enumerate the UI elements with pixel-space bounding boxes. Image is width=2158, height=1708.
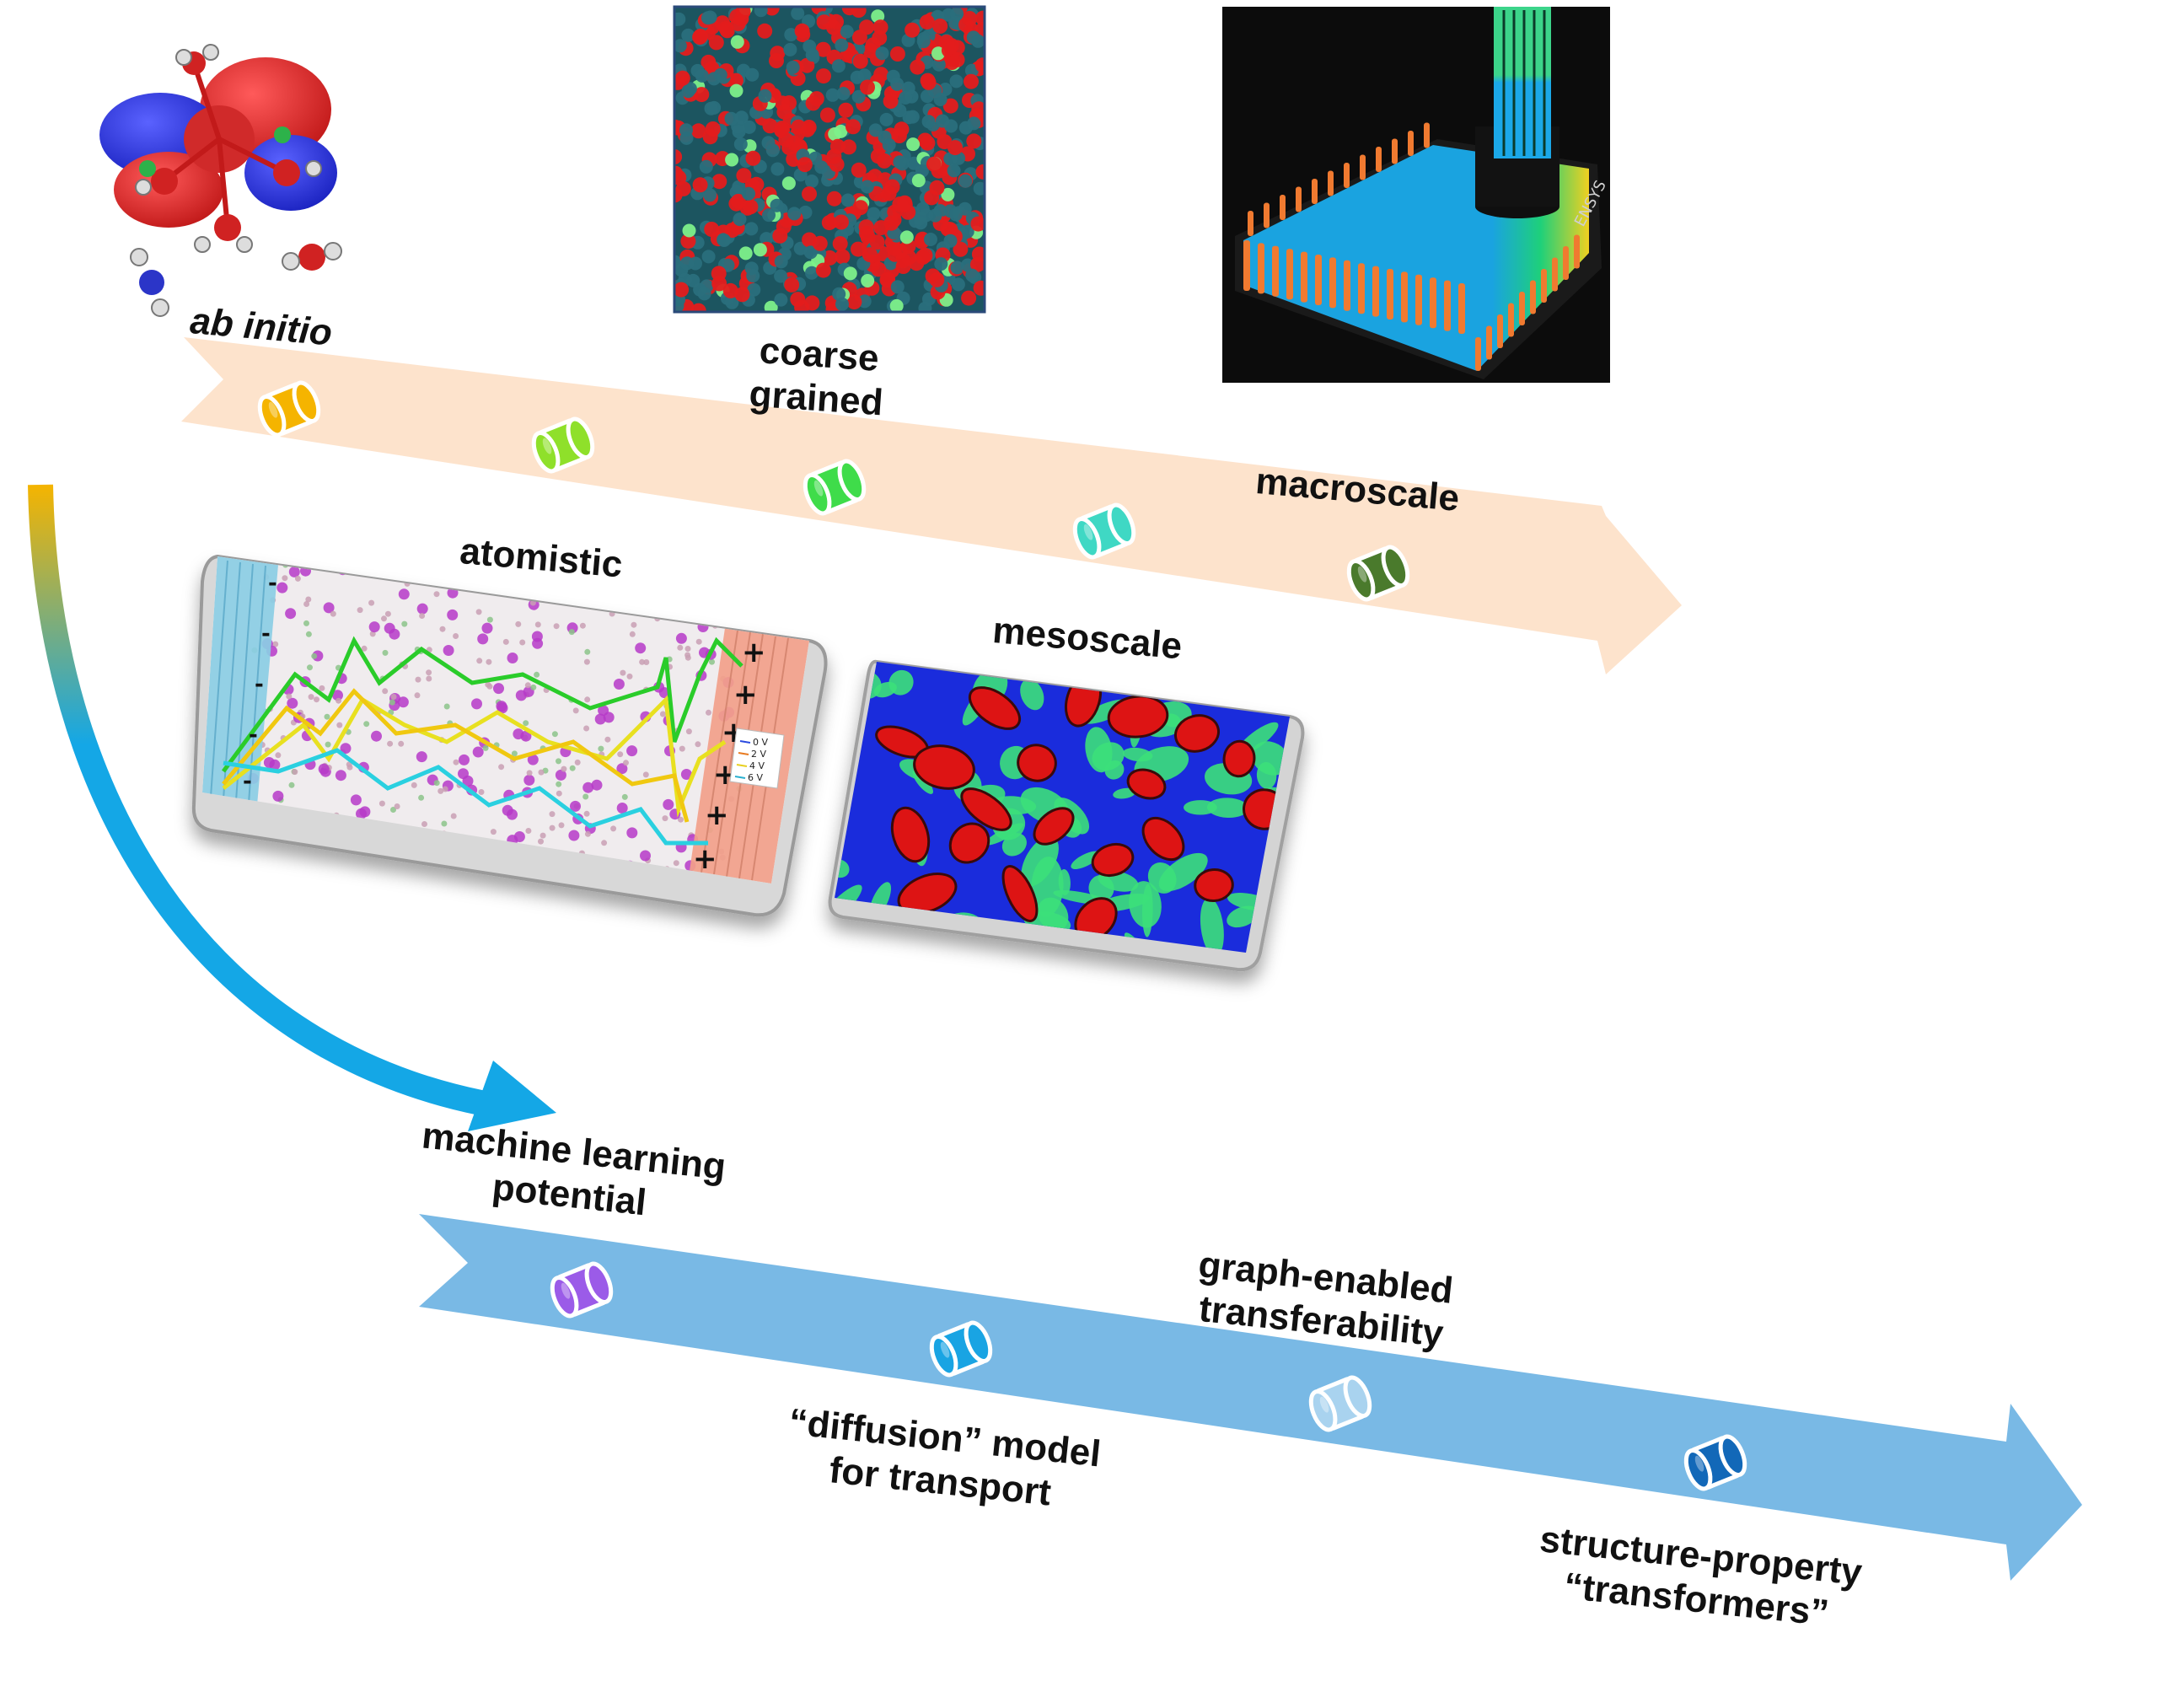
- legend-0v: 0 V: [753, 737, 768, 748]
- mesoscale-field-icon: [815, 644, 1325, 980]
- atomistic-cell-icon: - - - - - + + + + + + 0 V 2 V 4 V 6 V: [194, 548, 835, 915]
- neg-sign-4: -: [249, 722, 258, 748]
- pos-sign-1: +: [742, 636, 766, 669]
- neg-sign-2: -: [261, 621, 271, 647]
- pos-sign-2: +: [733, 678, 758, 712]
- pos-sign-5: +: [705, 798, 729, 832]
- voltage-legend: 0 V 2 V 4 V 6 V: [730, 728, 784, 788]
- molecule-orbital-icon: [99, 45, 341, 316]
- coarse-grained-box-icon: [667, 0, 991, 319]
- neg-sign-5: -: [243, 769, 252, 794]
- printer-pillar-icon: ENSYS: [1222, 7, 1610, 383]
- label-coarse-grained: coarse grained: [739, 328, 897, 426]
- neg-sign-1: -: [268, 571, 277, 596]
- legend-2v: 2 V: [751, 749, 766, 760]
- neg-sign-3: -: [255, 672, 264, 697]
- pos-sign-6: +: [693, 842, 717, 876]
- legend-6v: 6 V: [748, 772, 763, 783]
- legend-4v: 4 V: [749, 760, 765, 771]
